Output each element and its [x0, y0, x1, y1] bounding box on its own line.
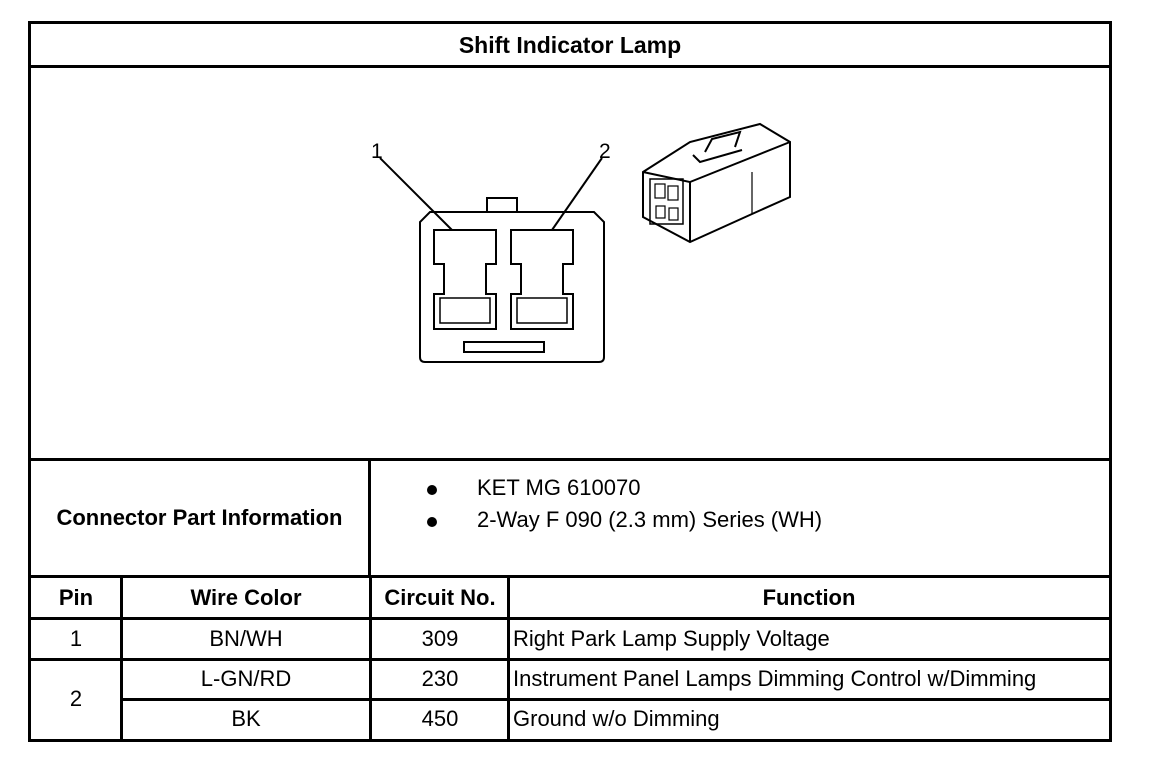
row1-wire-color: BN/WH	[209, 625, 283, 651]
row2-circuit: 230	[421, 666, 459, 691]
connector-sheet: Shift Indicator Lamp	[28, 21, 1112, 742]
header-circuit-no: Circuit No.	[384, 585, 496, 610]
grid-line	[31, 617, 1109, 620]
row1-function: Right Park Lamp Supply Voltage	[513, 625, 830, 651]
grid-line	[31, 658, 1109, 661]
header-pin: Pin	[58, 585, 94, 610]
header-function: Function	[762, 585, 856, 610]
row1-circuit: 309	[421, 625, 459, 651]
row2-function: Instrument Panel Lamps Dimming Control w…	[513, 666, 1037, 691]
connector-face-view	[379, 157, 605, 363]
connector-series: 2-Way F 090 (2.3 mm) Series (WH)	[477, 507, 823, 532]
connector-part-info-label: Connector Part Information	[31, 461, 371, 575]
callout-1: 1	[371, 140, 383, 163]
bullet-icon	[427, 517, 437, 527]
grid-line	[121, 698, 1109, 701]
page-title: Shift Indicator Lamp	[31, 24, 1109, 68]
row2-pin: 2	[69, 686, 83, 711]
row3-circuit: 450	[421, 706, 459, 731]
row3-function: Ground w/o Dimming	[513, 706, 720, 731]
bullet-icon	[427, 485, 437, 495]
row1-pin: 1	[69, 625, 83, 651]
row2-wire-color: L-GN/RD	[200, 666, 292, 691]
header-wire-color: Wire Color	[190, 585, 302, 610]
connector-part-info: Connector Part Information KET MG 610070…	[31, 461, 1109, 578]
connector-part-info-list: KET MG 610070 2-Way F 090 (2.3 mm) Serie…	[371, 461, 1109, 575]
row3-wire-color: BK	[231, 706, 261, 731]
connector-iso-view	[642, 122, 791, 244]
connector-part-number: KET MG 610070	[477, 475, 641, 500]
connector-drawing: 1 2	[371, 122, 791, 363]
callout-2: 2	[599, 140, 611, 163]
pinout-table: Pin Wire Color Circuit No. Function 1 BN…	[31, 578, 1109, 739]
connector-figure: 1 2	[31, 68, 1109, 461]
